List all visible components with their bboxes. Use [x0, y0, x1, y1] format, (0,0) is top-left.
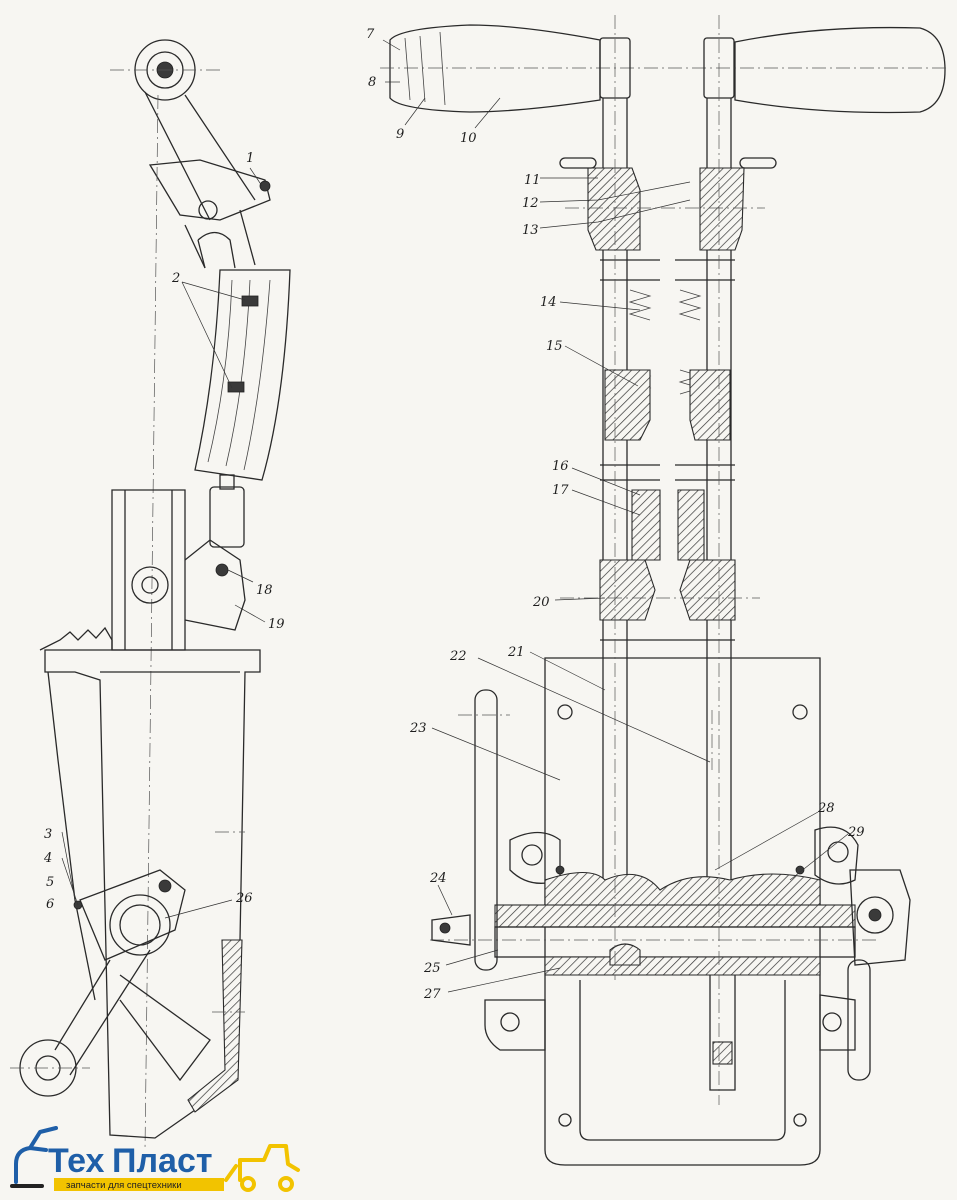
loader-icon	[224, 1144, 300, 1192]
callout-9: 9	[396, 127, 404, 142]
front-view	[380, 15, 950, 1166]
callout-27: 27	[423, 987, 441, 1002]
callout-17: 17	[552, 483, 569, 498]
callout-1: 1	[246, 151, 254, 166]
company-logo: Тех Пласт запчасти для спецтехники	[10, 1126, 300, 1192]
callout-5: 5	[46, 875, 54, 890]
callout-12: 12	[522, 196, 539, 211]
callout-29: 29	[847, 825, 865, 840]
callout-7: 7	[366, 27, 375, 42]
callout-2: 2	[171, 271, 180, 286]
callout-28: 28	[817, 801, 835, 816]
logo-name-part1: Тех	[48, 1142, 105, 1180]
callout-22: 22	[449, 649, 467, 664]
callout-26: 26	[235, 891, 253, 906]
callout-8: 8	[368, 75, 376, 90]
callout-18: 18	[256, 583, 273, 598]
callout-6: 6	[46, 897, 54, 912]
side-view	[10, 39, 291, 1151]
callout-20: 20	[532, 595, 550, 610]
callout-13: 13	[522, 223, 539, 238]
callout-21: 21	[507, 645, 525, 660]
callout-16: 16	[552, 459, 569, 474]
callout-4: 4	[43, 851, 52, 866]
logo-name-part2: Пласт	[112, 1142, 213, 1180]
callout-14: 14	[540, 295, 557, 310]
callout-11: 11	[524, 173, 541, 188]
callout-15: 15	[546, 339, 563, 354]
callout-10: 10	[460, 131, 477, 146]
excavator-icon	[10, 1126, 58, 1188]
logo-tagline-bar	[54, 1178, 224, 1191]
logo-tagline: запчасти для спецтехники	[66, 1180, 182, 1191]
callout-25: 25	[423, 961, 441, 976]
callout-24: 24	[429, 871, 447, 886]
callout-labels: 1 2 3 4 5 6 7 8 9 10 11 12 13 14 15 16 1…	[43, 27, 865, 1002]
callout-19: 19	[268, 617, 285, 632]
callout-3: 3	[44, 827, 52, 842]
callout-23: 23	[409, 721, 427, 736]
